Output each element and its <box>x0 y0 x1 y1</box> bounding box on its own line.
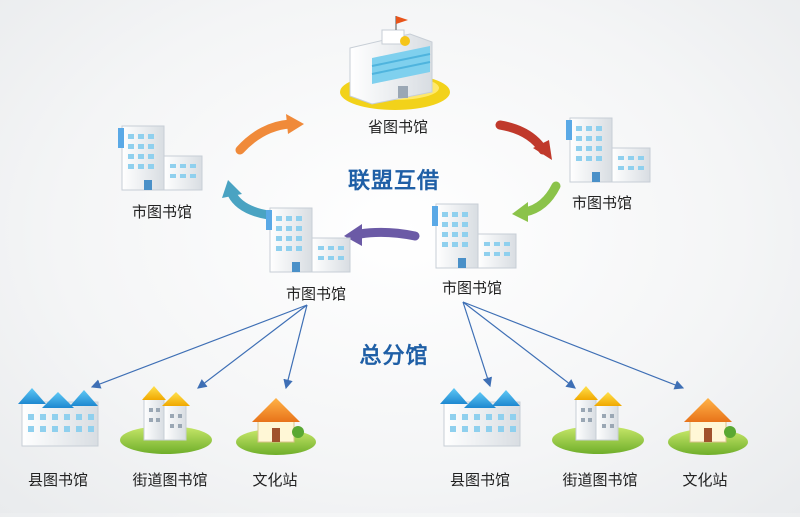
street-library-icon-left <box>120 386 212 454</box>
arrow-purple <box>355 227 420 241</box>
connector-left-county <box>90 304 308 389</box>
arrow-purple-head <box>344 224 362 246</box>
connector-left-street <box>197 304 308 389</box>
city-library-icon-bottom-left <box>266 207 351 273</box>
city-library-bottom-right-label: 市图书馆 <box>441 279 503 297</box>
province-library-label: 省图书馆 <box>367 118 429 136</box>
city-library-bottom-left-label: 市图书馆 <box>285 285 347 303</box>
city-library-icon-right <box>566 117 651 183</box>
city-library-right-label: 市图书馆 <box>571 194 633 212</box>
city-library-left-label: 市图书馆 <box>131 203 193 221</box>
city-library-icon-bottom-right <box>432 203 517 269</box>
arrow-orange-head <box>286 114 304 134</box>
city-library-icon-left <box>118 125 203 191</box>
arrow-teal <box>227 189 273 220</box>
arrow-green-head <box>512 202 528 222</box>
connector-left-station <box>283 304 308 390</box>
street-library-right-label: 街道图书馆 <box>562 471 638 489</box>
left-connectors <box>90 304 308 390</box>
street-library-icon-right <box>552 386 644 454</box>
arrow-red-head <box>533 140 552 160</box>
right-connectors <box>462 301 685 390</box>
arrow-green <box>520 181 561 217</box>
culture-station-icon-left <box>236 398 316 455</box>
culture-station-right-label: 文化站 <box>682 471 728 489</box>
county-library-icon-left <box>18 388 99 447</box>
connector-right-county <box>462 301 492 388</box>
connector-right-street <box>462 301 576 389</box>
province-library-icon <box>340 16 450 110</box>
connector-right-station <box>462 301 685 390</box>
branch-system-heading: 总分馆 <box>359 344 429 369</box>
street-library-left-label: 街道图书馆 <box>132 471 208 489</box>
county-library-icon-right <box>440 388 521 447</box>
county-library-left-label: 县图书馆 <box>27 471 89 489</box>
culture-station-left-label: 文化站 <box>252 471 298 489</box>
alliance-lending-heading: 联盟互借 <box>347 169 441 194</box>
county-library-right-label: 县图书馆 <box>449 471 511 489</box>
culture-station-icon-right <box>668 398 748 455</box>
arrow-orange <box>235 119 295 155</box>
arrow-teal-head <box>222 180 242 198</box>
